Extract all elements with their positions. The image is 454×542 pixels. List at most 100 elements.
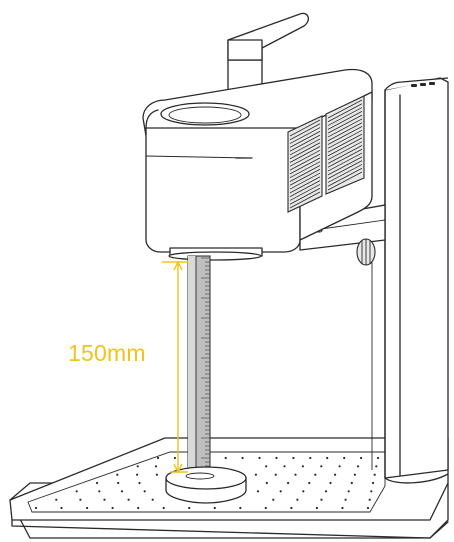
vent-slat (327, 118, 363, 138)
vent-grille (287, 95, 365, 213)
vent-slat (289, 146, 321, 163)
honeycomb-hole (334, 473, 337, 476)
honeycomb-hole (213, 506, 216, 510)
honeycomb-hole (265, 465, 268, 468)
honeycomb-hole (279, 490, 282, 493)
honeycomb-hole (341, 506, 344, 510)
vent-slat (289, 172, 321, 190)
honeycomb-hole (370, 490, 373, 493)
vent-slat (289, 142, 321, 160)
honeycomb-hole (308, 481, 311, 485)
honeycomb-hole (224, 456, 227, 460)
vent-slat (327, 114, 363, 134)
honeycomb-hole (302, 490, 305, 493)
vent-slat (289, 187, 321, 205)
vent-slat (327, 141, 363, 161)
honeycomb-hole (103, 498, 106, 501)
honeycomb-hole (371, 481, 375, 485)
honeycomb-hole (353, 473, 356, 476)
vent-slat (327, 111, 363, 130)
honeycomb-hole (344, 498, 347, 501)
vent-slat (289, 134, 321, 152)
vent-slat (289, 138, 321, 156)
honeycomb-hole (376, 456, 380, 460)
honeycomb-hole (241, 456, 244, 460)
honeycomb-hole (360, 456, 363, 460)
vent-slat (289, 149, 321, 167)
honeycomb-hole (373, 473, 376, 476)
honeycomb-hole (338, 465, 341, 468)
vent-slat (289, 161, 321, 179)
vent-slat (289, 184, 321, 201)
honeycomb-hole (320, 465, 323, 468)
focus-ruler (187, 255, 211, 475)
honeycomb-hole (143, 490, 146, 493)
honeycomb-hole (154, 465, 158, 468)
vent-slat (327, 137, 363, 157)
honeycomb-hole (324, 490, 328, 493)
honeycomb-hole (95, 481, 99, 485)
honeycomb-hole (350, 481, 353, 485)
support-column (371, 77, 449, 484)
honeycomb-hole (287, 481, 290, 485)
vent-slat (327, 156, 363, 176)
honeycomb-hole (188, 506, 191, 510)
honeycomb-hole (60, 506, 63, 510)
measurement-label: 150mm (68, 340, 146, 366)
honeycomb-hole (375, 465, 378, 468)
vent-slat (327, 152, 363, 172)
honeycomb-hole (329, 481, 332, 485)
honeycomb-hole (301, 465, 304, 468)
vent-slat (327, 122, 363, 142)
honeycomb-hole (137, 506, 140, 510)
honeycomb-hole (136, 465, 139, 468)
honeycomb-hole (34, 506, 38, 510)
vent-slat (327, 171, 363, 191)
vent-slat (327, 160, 363, 179)
vent-slat (289, 191, 321, 209)
honeycomb-hole (326, 456, 329, 460)
honeycomb-hole (162, 506, 165, 510)
honeycomb-hole (75, 490, 78, 493)
vent-slat (327, 145, 363, 164)
honeycomb-hole (151, 498, 154, 501)
honeycomb-hole (156, 456, 160, 460)
honeycomb-hole (258, 456, 261, 460)
vent-slat (289, 168, 321, 186)
honeycomb-hole (116, 473, 119, 476)
vent-slat (327, 107, 363, 126)
honeycomb-hole (136, 473, 139, 476)
honeycomb-hole (296, 498, 299, 501)
base-plate (9, 437, 449, 539)
vent-slat (289, 176, 321, 194)
column-buttons (411, 82, 435, 87)
vent-slat (289, 157, 321, 175)
honeycomb-hole (315, 506, 318, 510)
honeycomb-hole (264, 506, 267, 510)
honeycomb-hole (265, 481, 268, 485)
honeycomb-hole (239, 506, 242, 510)
vent-slat (327, 99, 363, 119)
honeycomb-hole (272, 498, 275, 501)
honeycomb-hole (283, 465, 286, 468)
honeycomb-hole (368, 498, 371, 501)
vent-slat (327, 164, 363, 183)
vent-slat (327, 167, 363, 187)
honeycomb-hole (275, 456, 278, 460)
honeycomb-hole (254, 473, 257, 476)
honeycomb-hole (111, 506, 114, 510)
honeycomb-hole (138, 481, 141, 485)
honeycomb-hole (309, 456, 312, 460)
vent-slat (327, 148, 363, 168)
honeycomb-hole (320, 498, 323, 501)
honeycomb-hole (55, 498, 58, 501)
measurement-indicator (162, 260, 188, 474)
honeycomb-hole (347, 490, 350, 493)
honeycomb-hole (314, 473, 317, 476)
honeycomb-hole (256, 490, 260, 493)
honeycomb-hole (79, 498, 82, 501)
honeycomb-hole (343, 456, 346, 460)
vent-slat (327, 133, 363, 153)
vent-slat (327, 126, 363, 145)
vent-slat (289, 131, 321, 148)
